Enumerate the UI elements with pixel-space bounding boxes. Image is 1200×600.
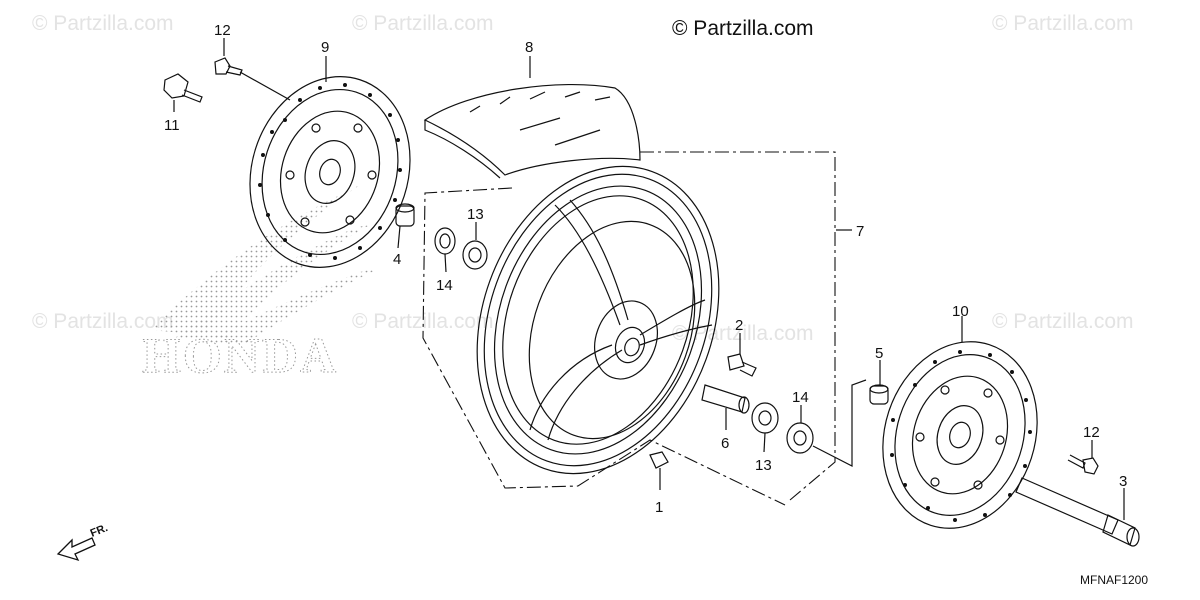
- collar-left: [395, 203, 415, 227]
- callout-9: 9: [321, 39, 329, 56]
- bearing-right: [751, 402, 814, 454]
- watermark: © Partzilla.com: [352, 12, 494, 35]
- callout-12-top: 12: [214, 22, 231, 39]
- callout-13-left: 13: [467, 206, 484, 223]
- callout-7: 7: [856, 223, 864, 240]
- clip-1: [649, 451, 669, 469]
- watermark: © Partzilla.com: [32, 12, 174, 35]
- tire: [423, 84, 641, 179]
- leader-lines: [173, 38, 1125, 520]
- assembly-outline: [640, 151, 836, 501]
- front-direction-arrow-icon: [56, 537, 96, 562]
- assembly-outline: [422, 187, 786, 506]
- watermark: © Partzilla.com: [352, 310, 494, 333]
- callout-8: 8: [525, 39, 533, 56]
- front-wheel: [476, 165, 720, 475]
- drawing-code: MFNAF1200: [1080, 573, 1148, 587]
- callout-12-right: 12: [1083, 424, 1100, 441]
- callout-4: 4: [393, 251, 401, 268]
- spacer-6: [701, 384, 750, 414]
- bolt-12-top: [214, 57, 243, 76]
- copyright-text: © Partzilla.com: [672, 17, 814, 40]
- callout-13-right: 13: [755, 457, 772, 474]
- callout-14-right: 14: [792, 389, 809, 406]
- callout-14-left: 14: [436, 277, 453, 294]
- watermark-group: © Partzilla.com © Partzilla.com © Partzi…: [32, 12, 1134, 345]
- direction-label: FR.: [89, 522, 110, 540]
- bolt-12-right: [1067, 454, 1099, 475]
- callout-2: 2: [735, 317, 743, 334]
- brand-text: HONDA: [142, 327, 338, 383]
- callout-6: 6: [721, 435, 729, 452]
- bearing-left: [434, 227, 488, 270]
- brake-disc-left: [249, 76, 411, 268]
- callout-5: 5: [875, 345, 883, 362]
- callout-1: 1: [655, 499, 663, 516]
- callout-11: 11: [164, 117, 180, 134]
- axle-3: [1015, 477, 1140, 547]
- honda-wing-logo: [150, 185, 380, 344]
- callout-10: 10: [952, 303, 969, 320]
- brake-disc-right: [882, 341, 1038, 529]
- collar-right: [869, 384, 889, 405]
- watermark: © Partzilla.com: [992, 12, 1134, 35]
- watermark: © Partzilla.com: [32, 310, 174, 333]
- bolt-2: [727, 353, 757, 377]
- bolt-11: [163, 73, 203, 103]
- callouts: 1 2 3 4 5 6 7 8 9 10 11 12 12 13 13 14 1…: [164, 22, 1127, 516]
- watermark: © Partzilla.com: [992, 310, 1134, 333]
- callout-3: 3: [1119, 473, 1127, 490]
